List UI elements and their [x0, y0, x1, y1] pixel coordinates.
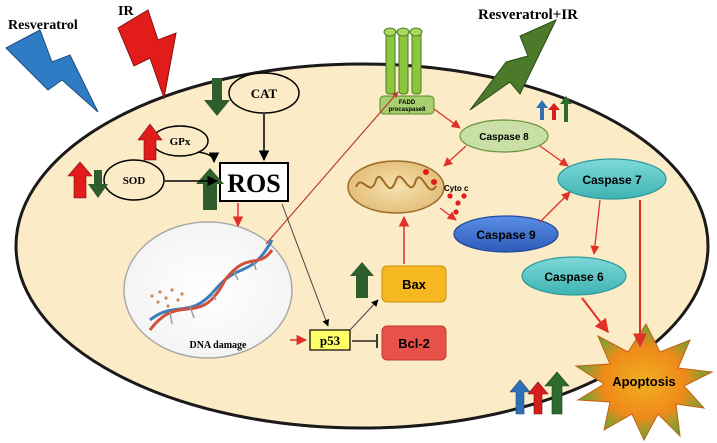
gpx-label: GPx [170, 136, 191, 148]
ros-label: ROS [227, 169, 280, 198]
sod-label: SOD [123, 175, 146, 187]
gpx-to-ros-arrow [197, 151, 220, 164]
p53-label: p53 [320, 333, 341, 348]
dna-helix-icon [148, 239, 274, 331]
cat-down-arrow-icon [204, 78, 230, 116]
fadd-to-caspase8-arrow [433, 108, 461, 129]
dna-damage-label: DNA damage [190, 340, 248, 351]
caspase9-node [453, 215, 559, 253]
cat-node [228, 72, 300, 114]
caspase8-to-caspase7-arrow [539, 145, 569, 167]
caspase8-label: Caspase 8 [479, 132, 529, 143]
dna-fragments-icon [150, 288, 184, 308]
caspase6-label: Caspase 6 [544, 270, 604, 284]
caspase8-to-mito-arrow [443, 145, 467, 167]
ros-to-p53-arrow [281, 203, 330, 327]
combo-bolt-icon [469, 18, 558, 111]
sod-node [103, 159, 165, 201]
fadd-label: FADD [399, 100, 416, 106]
apoptosis-burst [574, 322, 714, 442]
procaspase8-label: procaspase8 [389, 107, 426, 113]
bcl2-label: Bcl-2 [398, 336, 430, 351]
caspase7-to-caspase6-arrow [590, 199, 601, 255]
cyto-c-label: Cyto c [444, 184, 469, 193]
mito-to-caspase9-arrow [439, 207, 457, 221]
bax-box [381, 265, 447, 303]
caspase8-node [459, 119, 549, 153]
ir-bolt-icon [117, 9, 177, 100]
p53-inhibits-bcl2 [352, 334, 378, 348]
cat-label: CAT [251, 86, 278, 101]
p53-box [309, 329, 351, 351]
mitochondrion-icon [347, 160, 445, 214]
p53-to-bax-arrow [349, 299, 379, 331]
cyto-c-dots-icon [423, 169, 467, 215]
gpx-up-arrow-icon [137, 123, 163, 161]
ir-label: IR [118, 4, 134, 19]
fadd-box [379, 95, 435, 115]
apoptosis-label: Apoptosis [612, 374, 676, 389]
caspase7-label: Caspase 7 [582, 173, 642, 187]
sod-down-arrow-icon [88, 170, 108, 198]
caspase9-label: Caspase 9 [476, 228, 536, 242]
bax-up-arrow-icon [350, 262, 374, 298]
bcl2-box [381, 325, 447, 361]
sod-up-arrow-icon [67, 161, 93, 199]
caspase6-node [521, 256, 627, 296]
dna-damage-circle [123, 221, 293, 359]
caspase9-to-caspase7-arrow [539, 191, 571, 223]
resveratrol-bolt-icon [5, 29, 99, 113]
fadd-receptor-icon [383, 27, 423, 95]
caspase7-node [557, 158, 667, 200]
resveratrol-label: Resveratrol [8, 18, 78, 33]
caspase8-up-arrows-icon [536, 96, 572, 122]
caspase6-to-apoptosis-arrow [581, 297, 609, 334]
apoptosis-up-arrows-icon [509, 371, 570, 415]
bax-label: Bax [402, 277, 427, 292]
combo-label: Resveratrol+IR [478, 7, 578, 23]
